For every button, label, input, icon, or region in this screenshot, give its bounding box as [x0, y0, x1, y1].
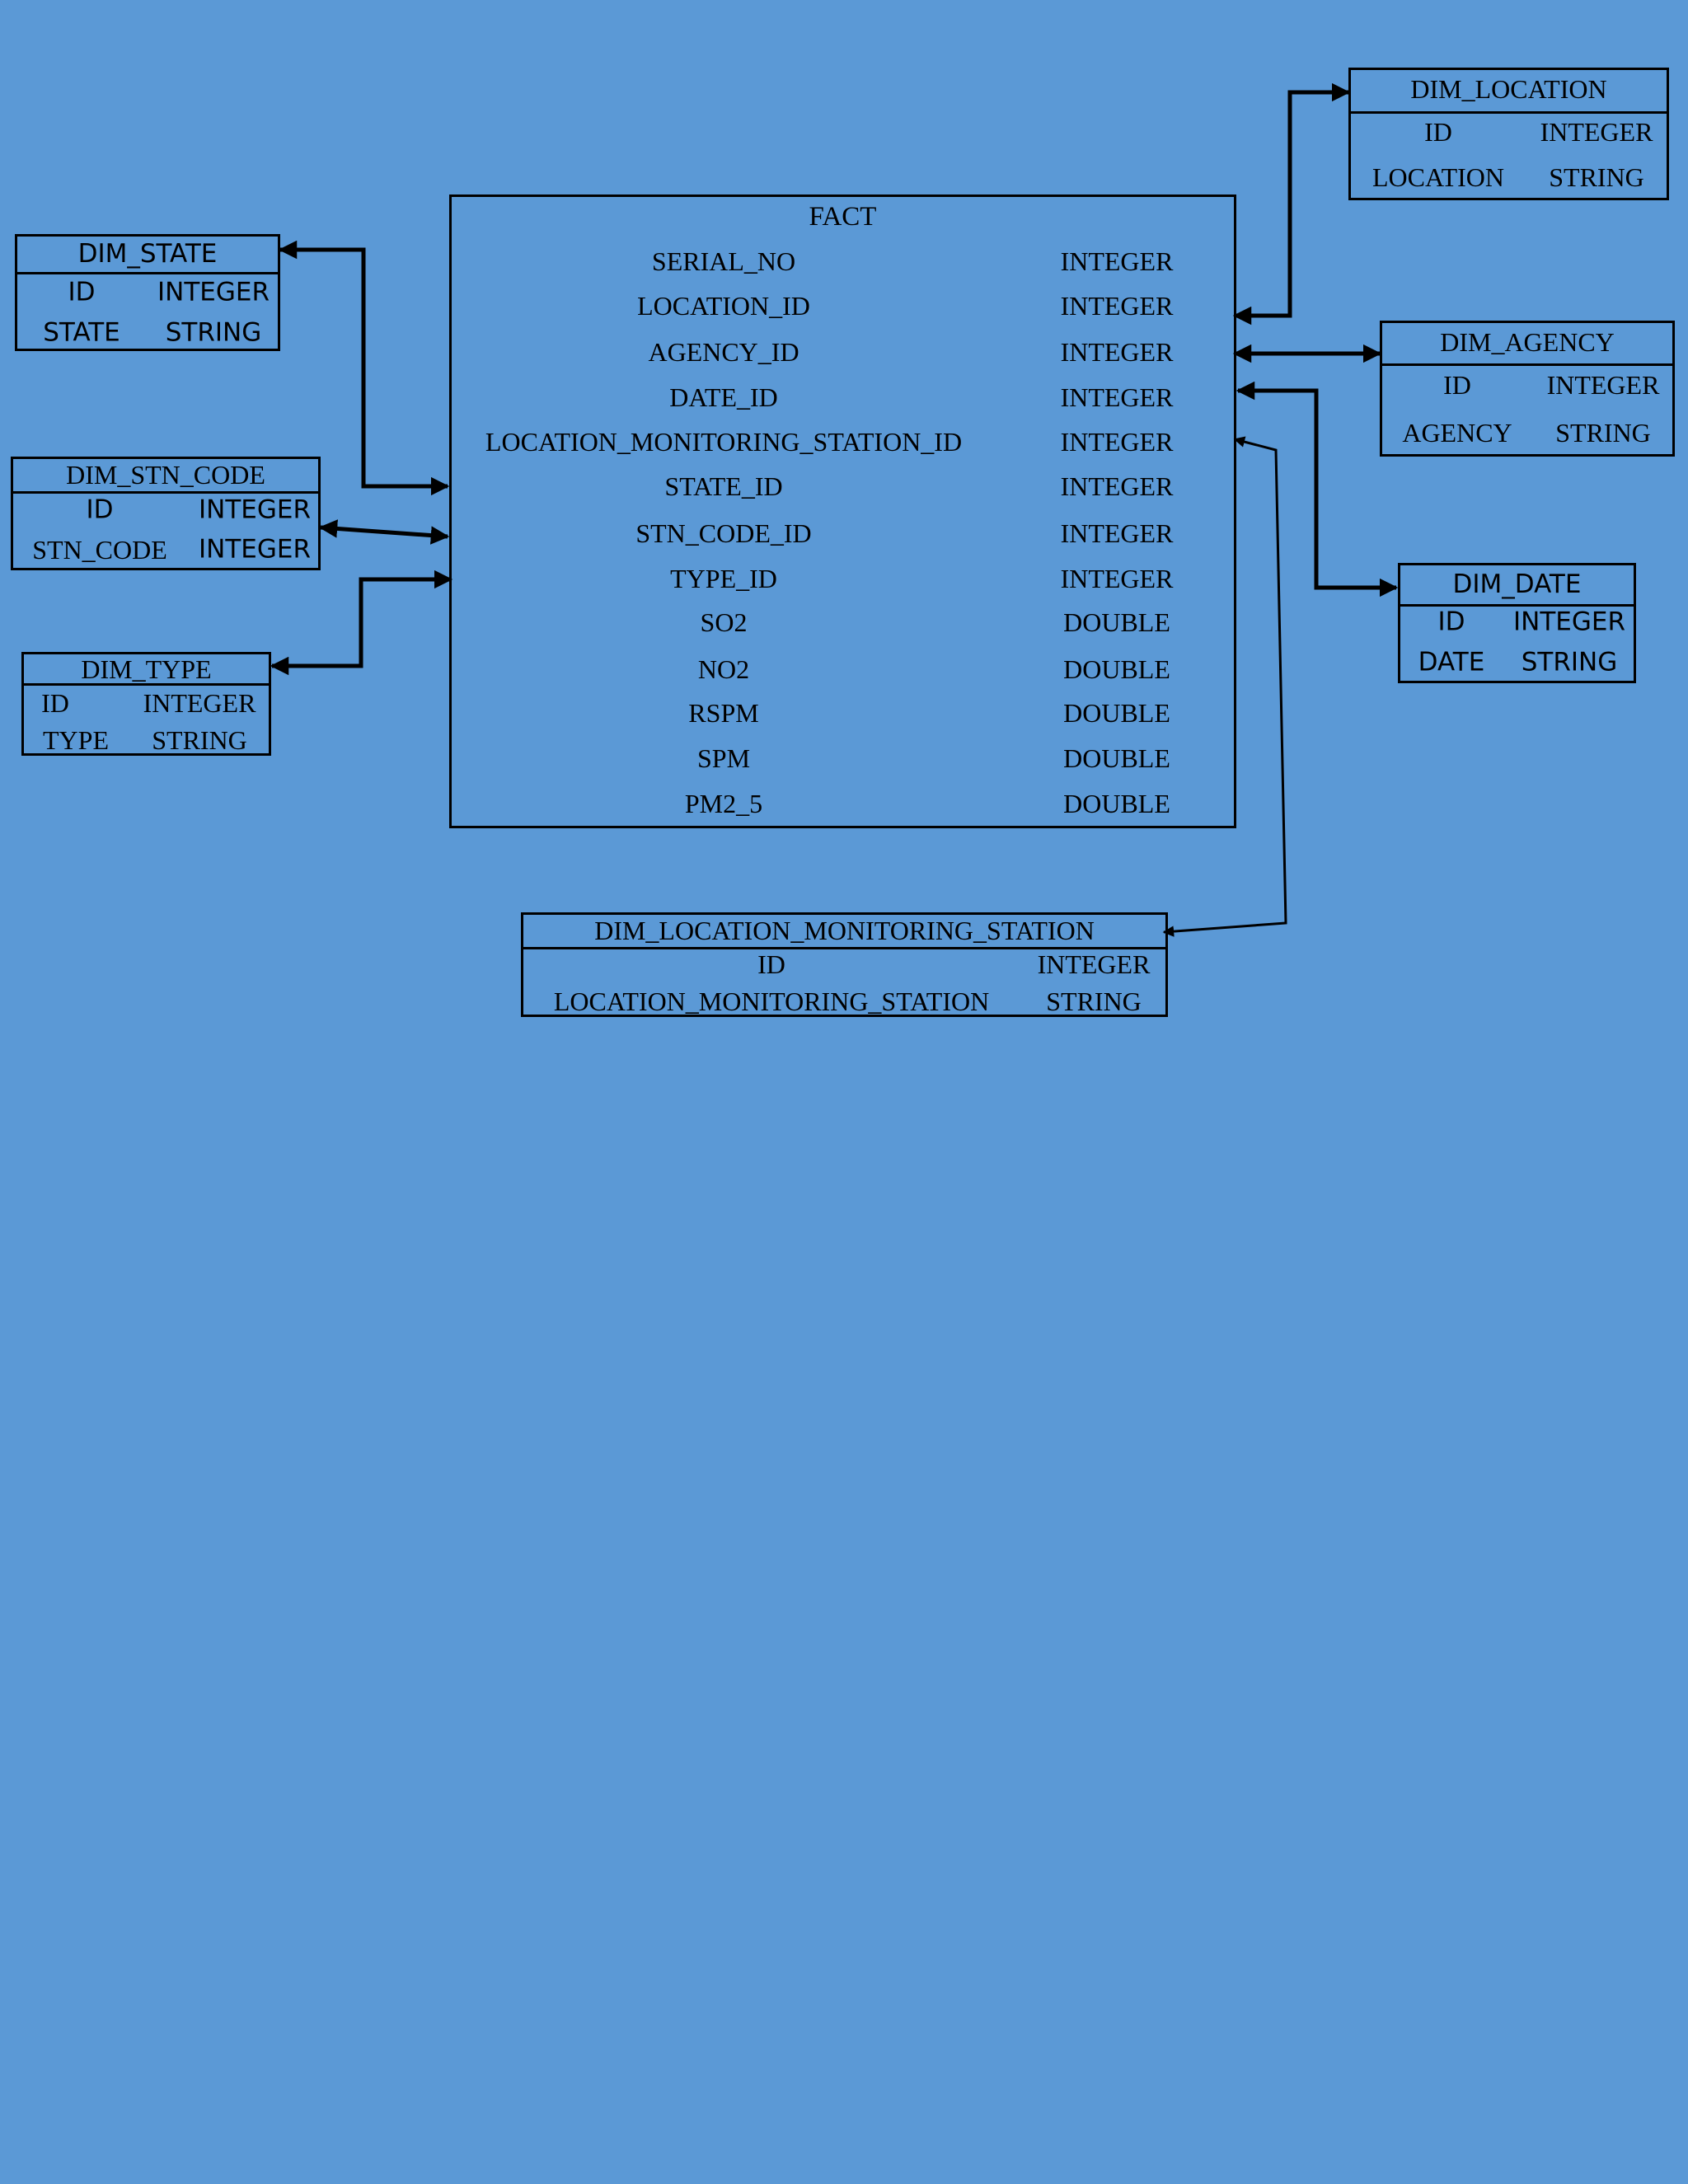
dim-stn-code-col-name: STN_CODE — [32, 535, 167, 565]
dim-location-monitoring-station-table: DIM_LOCATION_MONITORING_STATION ID INTEG… — [521, 912, 1168, 1017]
link-fact-dim-location — [1232, 82, 1351, 326]
dim-location-title: DIM_LOCATION — [1351, 70, 1667, 114]
dim-state-col-name: STATE — [43, 317, 120, 348]
dim-agency-title: DIM_AGENCY — [1382, 323, 1672, 366]
dim-stn-code-col-type: INTEGER — [198, 534, 312, 565]
dim-lms-col-name: LOCATION_MONITORING_STATION — [553, 987, 990, 1016]
dim-state-col-type: STRING — [165, 317, 262, 348]
fact-col-type: INTEGER — [1060, 291, 1174, 321]
dim-date-table: DIM_DATE ID INTEGER DATE STRING — [1398, 563, 1636, 683]
dim-date-col-type: STRING — [1521, 647, 1618, 677]
fact-col-name: STN_CODE_ID — [635, 518, 812, 548]
dim-type-col-type: INTEGER — [143, 688, 256, 718]
dim-date-col-name: ID — [1437, 607, 1465, 637]
link-fact-dim-type — [270, 569, 453, 676]
dim-type-table: DIM_TYPE ID INTEGER TYPE STRING — [21, 652, 271, 756]
dim-type-title: DIM_TYPE — [24, 654, 269, 686]
fact-col-name: SPM — [696, 743, 751, 773]
dim-stn-code-title: DIM_STN_CODE — [13, 459, 318, 494]
dim-agency-col-name: ID — [1443, 370, 1471, 400]
fact-col-name: AGENCY_ID — [648, 337, 799, 367]
dim-type-col-type: STRING — [152, 725, 247, 755]
fact-col-type: INTEGER — [1060, 427, 1174, 457]
dim-location-col-name: ID — [1424, 117, 1452, 147]
dim-lms-col-type: STRING — [1046, 987, 1142, 1016]
dim-date-col-type: INTEGER — [1512, 607, 1626, 637]
fact-col-type: INTEGER — [1060, 246, 1174, 276]
dim-lms-col-type: INTEGER — [1037, 949, 1151, 979]
fact-col-name: RSPM — [688, 698, 759, 728]
fact-col-type: INTEGER — [1060, 382, 1174, 412]
dim-agency-col-name: AGENCY — [1402, 418, 1512, 448]
fact-col-name: SO2 — [700, 607, 748, 637]
fact-table: FACT SERIAL_NO INTEGER LOCATION_ID INTEG… — [449, 194, 1236, 828]
dim-stn-code-table: DIM_STN_CODE ID INTEGER STN_CODE INTEGER — [11, 457, 321, 570]
dim-stn-code-col-name: ID — [86, 494, 114, 525]
link-fact-dim-state — [278, 240, 450, 496]
dim-location-col-type: STRING — [1549, 162, 1644, 192]
fact-col-type: DOUBLE — [1063, 698, 1170, 728]
fact-col-type: INTEGER — [1060, 518, 1174, 548]
dim-date-title: DIM_DATE — [1400, 565, 1634, 607]
fact-col-name: LOCATION_ID — [637, 291, 810, 321]
fact-col-type: DOUBLE — [1063, 654, 1170, 684]
dim-state-title: DIM_STATE — [17, 237, 278, 274]
dim-agency-col-type: INTEGER — [1546, 370, 1660, 400]
fact-col-name: PM2_5 — [684, 789, 763, 818]
fact-col-type: INTEGER — [1060, 337, 1174, 367]
fact-col-type: INTEGER — [1060, 564, 1174, 593]
dim-agency-col-type: STRING — [1555, 418, 1651, 448]
dim-date-col-name: DATE — [1418, 647, 1485, 677]
dim-state-col-type: INTEGER — [157, 277, 270, 307]
link-fact-dim-date — [1236, 381, 1399, 598]
fact-col-name: NO2 — [697, 654, 750, 684]
link-fact-dim-location-monitoring-station — [1162, 436, 1287, 937]
fact-table-title: FACT — [809, 202, 877, 232]
dim-stn-code-col-type: INTEGER — [198, 494, 312, 525]
fact-col-name: TYPE_ID — [670, 564, 777, 593]
dim-location-monitoring-station-title: DIM_LOCATION_MONITORING_STATION — [523, 915, 1165, 949]
fact-col-type: DOUBLE — [1063, 789, 1170, 818]
fact-col-type: DOUBLE — [1063, 607, 1170, 637]
dim-state-col-name: ID — [68, 277, 96, 307]
dim-type-col-name: TYPE — [43, 725, 109, 755]
fact-col-name: SERIAL_NO — [651, 246, 796, 276]
dim-type-col-name: ID — [41, 688, 69, 718]
fact-col-name: LOCATION_MONITORING_STATION_ID — [485, 427, 963, 457]
dim-location-col-name: LOCATION — [1372, 162, 1504, 192]
dim-lms-col-name: ID — [757, 949, 785, 979]
dim-location-table: DIM_LOCATION ID INTEGER LOCATION STRING — [1348, 68, 1669, 200]
fact-col-type: INTEGER — [1060, 471, 1174, 501]
fact-col-type: DOUBLE — [1063, 743, 1170, 773]
fact-col-name: DATE_ID — [669, 382, 778, 412]
link-fact-dim-stn-code — [318, 519, 450, 545]
dim-state-table: DIM_STATE ID INTEGER STATE STRING — [15, 234, 280, 351]
dim-agency-table: DIM_AGENCY ID INTEGER AGENCY STRING — [1380, 321, 1675, 457]
fact-col-name: STATE_ID — [664, 471, 783, 501]
dim-location-col-type: INTEGER — [1540, 117, 1653, 147]
